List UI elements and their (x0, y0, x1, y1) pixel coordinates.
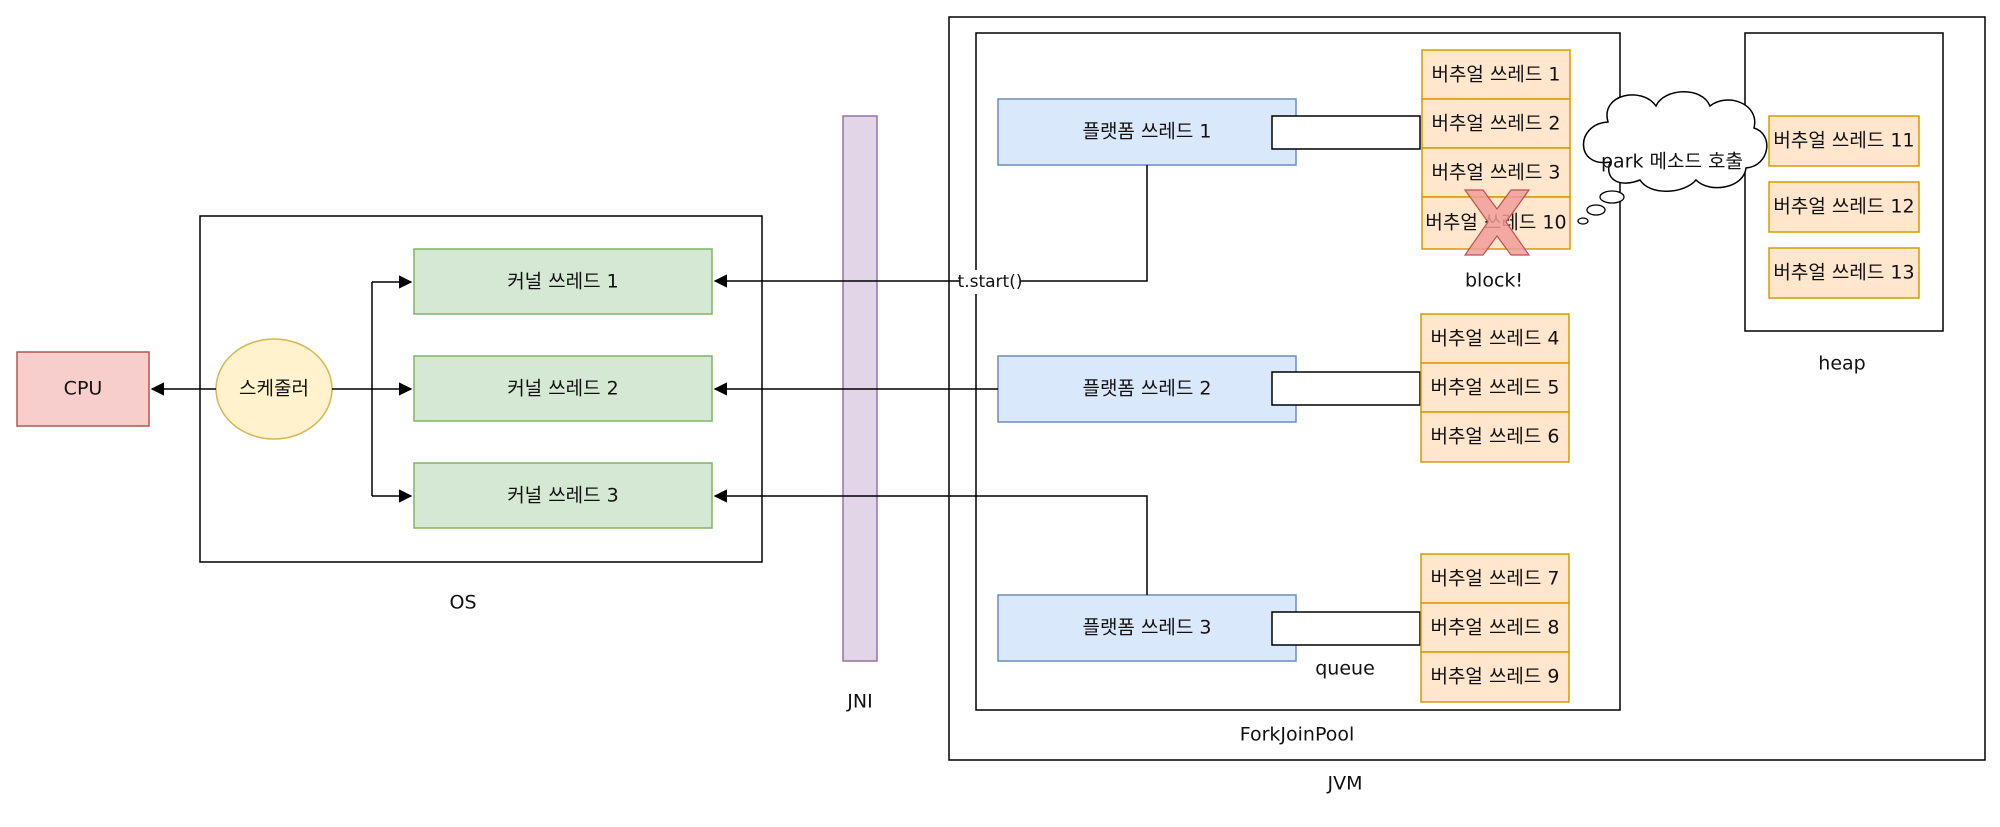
scheduler-label: 스케줄러 (239, 378, 309, 400)
platform-thread-2 (997, 355, 1297, 423)
kernel-thread-2 (413, 355, 713, 422)
platform-thread-3 (997, 594, 1297, 662)
virtual-thread-13 (1768, 247, 1920, 299)
virtual-thread-3 (1421, 147, 1571, 198)
platform-thread-2-label: 플랫폼 쓰레드 2 (1082, 378, 1211, 400)
park-label: park 메소드 호출 (1601, 151, 1743, 173)
virtual-thread-10 (1421, 196, 1571, 250)
jvm-label: JVM (1327, 773, 1363, 795)
kernel-thread-3-label: 커널 쓰레드 3 (507, 485, 619, 507)
block-label: block! (1465, 270, 1523, 292)
kernel-thread-1-label: 커널 쓰레드 1 (507, 271, 619, 293)
virtual-thread-11-label: 버추얼 쓰레드 11 (1773, 130, 1914, 152)
virtual-thread-5 (1420, 362, 1570, 413)
virtual-thread-6-label: 버추얼 쓰레드 6 (1430, 426, 1559, 448)
virtual-thread-13-label: 버추얼 쓰레드 13 (1773, 262, 1914, 284)
virtual-thread-9-label: 버추얼 쓰레드 9 (1430, 666, 1559, 688)
kernel-thread-1 (413, 248, 713, 315)
virtual-thread-12-label: 버추얼 쓰레드 12 (1773, 196, 1914, 218)
virtual-thread-2 (1421, 98, 1571, 149)
park-thought-cloud (1577, 91, 1768, 225)
virtual-thread-8 (1420, 602, 1570, 653)
virtual-thread-8-label: 버추얼 쓰레드 8 (1430, 617, 1559, 639)
platform-3-to-kernel-3-arrow (713, 489, 1148, 595)
queue-label: queue (1315, 658, 1375, 680)
virtual-thread-3-label: 버추얼 쓰레드 3 (1431, 162, 1560, 184)
queue-box-3 (1271, 611, 1421, 646)
virtual-thread-12 (1768, 181, 1920, 233)
virtual-thread-1 (1421, 49, 1571, 100)
os-label: OS (449, 592, 476, 614)
virtual-thread-5-label: 버추얼 쓰레드 5 (1430, 377, 1559, 399)
block-x-icon (1463, 189, 1531, 256)
cpu-label: CPU (64, 378, 103, 400)
platform-thread-3-label: 플랫폼 쓰레드 3 (1082, 617, 1211, 639)
tstart-label-mask (960, 270, 1020, 294)
queue-box-2 (1271, 371, 1421, 406)
heap-container (1744, 32, 1944, 332)
tstart-label: t.start() (958, 272, 1023, 292)
queue-box-1 (1271, 115, 1421, 150)
platform-thread-1-label: 플랫폼 쓰레드 1 (1082, 121, 1211, 143)
kernel-thread-2-label: 커널 쓰레드 2 (507, 378, 619, 400)
forkjoinpool-container (975, 32, 1621, 711)
heap-label: heap (1818, 353, 1865, 375)
virtual-thread-11 (1768, 115, 1920, 167)
virtual-thread-7-label: 버추얼 쓰레드 7 (1430, 568, 1559, 590)
virtual-thread-4 (1420, 313, 1570, 364)
cpu-box (16, 351, 150, 427)
platform-1-to-kernel-1-arrow (713, 165, 1148, 288)
virtual-thread-6 (1420, 411, 1570, 463)
virtual-thread-2-label: 버추얼 쓰레드 2 (1431, 113, 1560, 135)
forkjoinpool-label: ForkJoinPool (1240, 724, 1355, 746)
platform-thread-1 (997, 98, 1297, 166)
kernel-thread-3 (413, 462, 713, 529)
virtual-thread-9 (1420, 651, 1570, 703)
virtual-thread-4-label: 버추얼 쓰레드 4 (1430, 328, 1559, 350)
jni-label: JNI (846, 691, 872, 713)
virtual-thread-1-label: 버추얼 쓰레드 1 (1431, 64, 1560, 86)
